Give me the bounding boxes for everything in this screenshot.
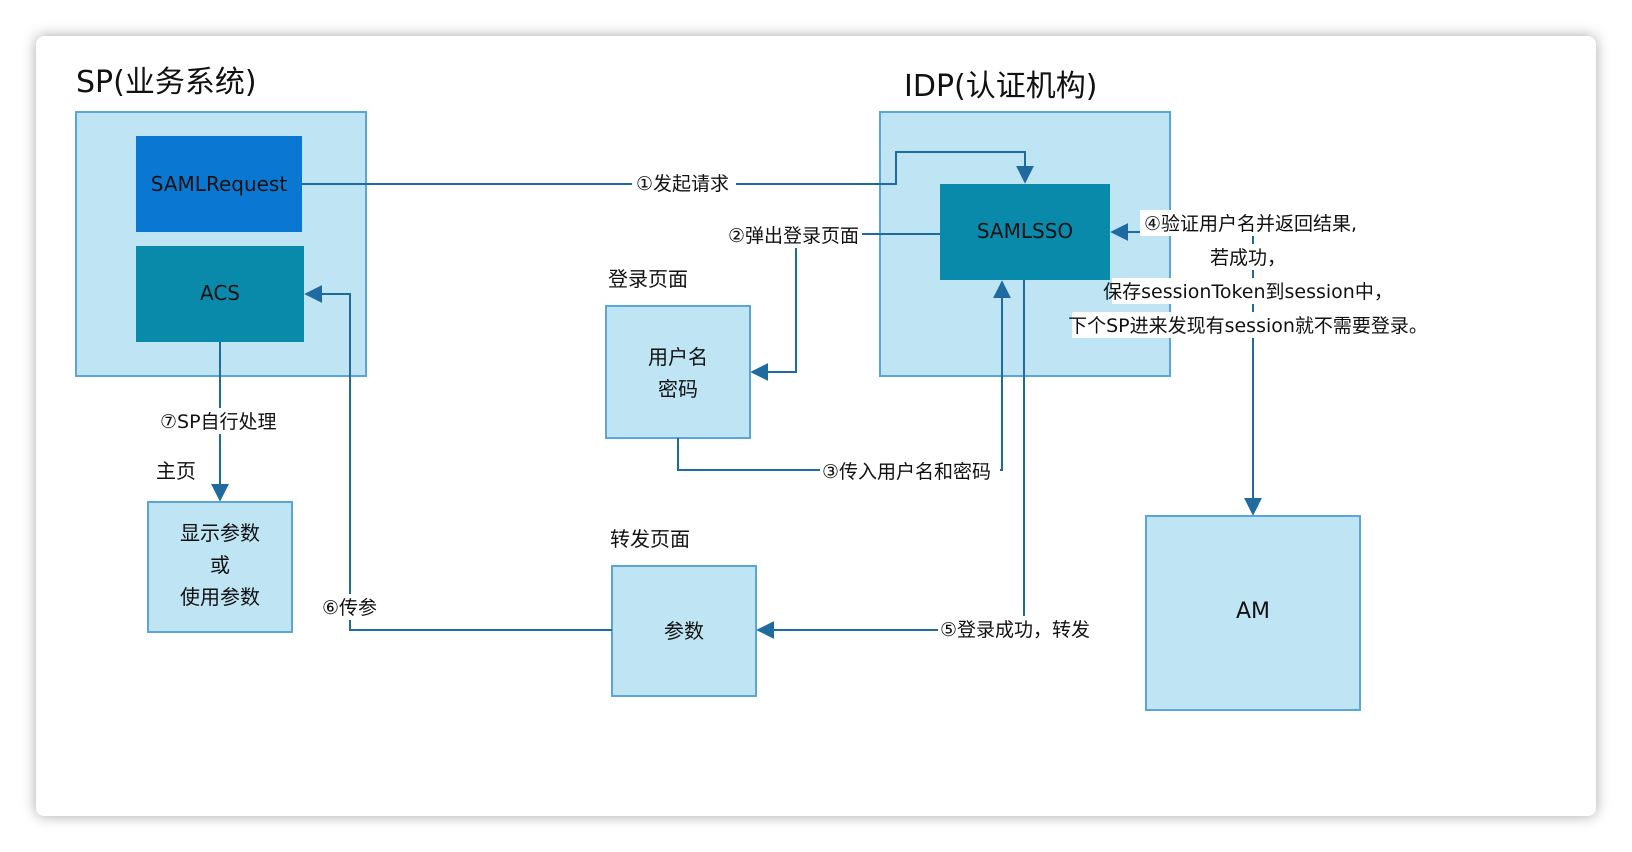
step4-line1: ④验证用户名并返回结果,	[1144, 213, 1357, 235]
am-box	[1145, 515, 1361, 711]
step3-label: ③传入用户名和密码	[822, 461, 991, 483]
login-page-box	[605, 305, 751, 439]
home-line1: 显示参数	[180, 521, 260, 545]
forward-page-box	[611, 565, 757, 697]
home-page-caption: 主页	[156, 459, 196, 483]
step4-line3: 保存sessionToken到session中，	[1103, 281, 1393, 303]
step6-label: ⑥传参	[322, 597, 377, 619]
idp-title: IDP(认证机构)	[904, 69, 1097, 104]
samlsso-label: SAMLSSO	[977, 219, 1073, 243]
sp-title: SP(业务系统)	[76, 65, 257, 100]
flow-line-step6	[304, 285, 612, 631]
step1-label: ①发起请求	[636, 173, 729, 195]
login-username-label: 用户名	[648, 345, 708, 369]
login-password-label: 密码	[658, 377, 698, 401]
acs-box	[136, 246, 304, 342]
step5-label: ⑤登录成功，转发	[940, 619, 1090, 641]
forward-page-caption: 转发页面	[610, 527, 690, 551]
home-line2: 或	[210, 553, 230, 577]
am-label: AM	[1236, 599, 1270, 624]
step2-label: ②弹出登录页面	[728, 225, 859, 247]
saml-request-box	[136, 136, 302, 232]
flow-diagram: SP(业务系统) SAMLRequest ACS IDP(认证机构) SAMLS…	[75, 65, 1428, 711]
samlsso-box	[940, 184, 1110, 280]
step7-label: ⑦SP自行处理	[160, 411, 277, 433]
flow-line-step2	[750, 233, 940, 381]
forward-page-label: 参数	[664, 619, 704, 643]
acs-label: ACS	[200, 281, 240, 305]
diagram-card: SP(业务系统) SAMLRequest ACS IDP(认证机构) SAMLS…	[36, 36, 1596, 816]
home-line3: 使用参数	[180, 585, 260, 609]
step4-line4: 下个SP进来发现有session就不需要登录。	[1068, 315, 1428, 337]
saml-request-label: SAMLRequest	[151, 172, 288, 196]
login-page-caption: 登录页面	[608, 267, 688, 291]
step4-line2: 若成功，	[1210, 247, 1286, 269]
home-page-box	[147, 501, 293, 633]
